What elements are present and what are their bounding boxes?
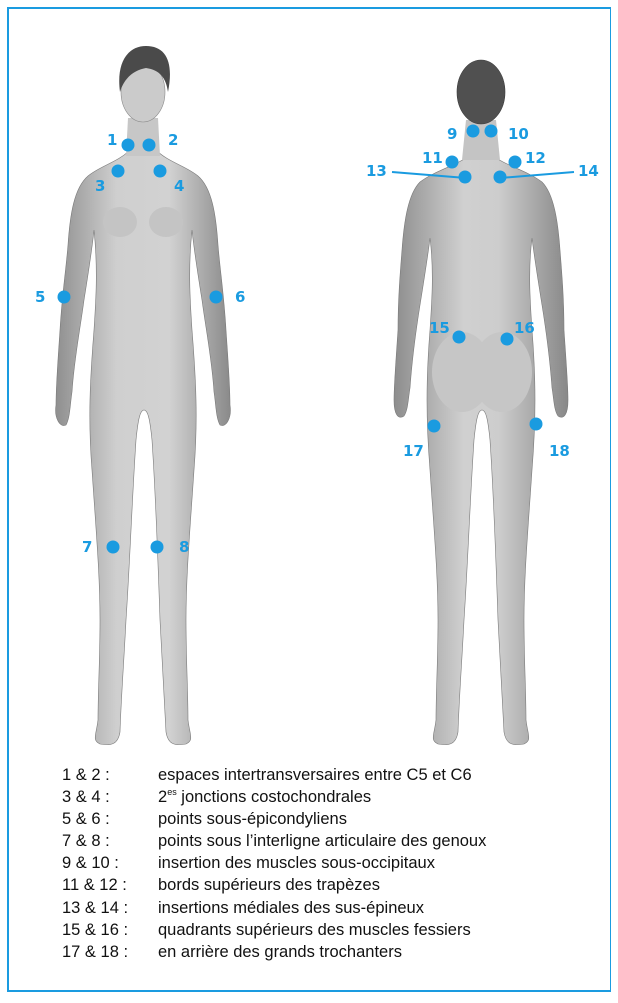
legend-number: 11 & 12 : [62, 876, 127, 895]
trigger-point-label-7: 7 [82, 538, 92, 556]
legend-description: 2es jonctions costochondrales [158, 788, 371, 807]
legend-description-text: quadrants supérieurs des muscles fessier… [158, 921, 471, 939]
trigger-point-label-8: 8 [179, 538, 189, 556]
legend-number: 17 & 18 : [62, 943, 128, 962]
trigger-point-label-18: 18 [549, 442, 570, 460]
trigger-point-4 [154, 165, 167, 178]
legend-description-text: jonctions costochondrales [177, 788, 371, 806]
legend-description-text: en arrière des grands trochanters [158, 943, 402, 961]
legend-description: insertion des muscles sous-occipitaux [158, 854, 435, 873]
legend-description: quadrants supérieurs des muscles fessier… [158, 921, 471, 940]
trigger-point-16 [501, 333, 514, 346]
legend-number: 13 & 14 : [62, 899, 128, 918]
legend-number: 9 & 10 : [62, 854, 119, 873]
trigger-point-13 [459, 171, 472, 184]
legend-description-superscript: es [167, 787, 177, 797]
trigger-point-9 [467, 125, 480, 138]
trigger-point-label-16: 16 [514, 319, 535, 337]
legend-number: 3 & 4 : [62, 788, 110, 807]
front-figure [56, 46, 231, 745]
trigger-point-label-9: 9 [447, 125, 457, 143]
trigger-point-6 [210, 291, 223, 304]
trigger-point-7 [107, 541, 120, 554]
legend-number: 1 & 2 : [62, 766, 110, 785]
legend-description-text: bords supérieurs des trapèzes [158, 876, 380, 894]
trigger-point-3 [112, 165, 125, 178]
legend-description: points sous-épicondyliens [158, 810, 347, 829]
trigger-point-14 [494, 171, 507, 184]
front-body-silhouette [56, 150, 231, 745]
trigger-point-5 [58, 291, 71, 304]
legend-description: points sous l’interligne articulaire des… [158, 832, 486, 851]
legend-description: en arrière des grands trochanters [158, 943, 402, 962]
trigger-point-label-14: 14 [578, 162, 599, 180]
trigger-point-label-10: 10 [508, 125, 529, 143]
legend-description-text: points sous-épicondyliens [158, 810, 347, 828]
legend-description: espaces intertransversaires entre C5 et … [158, 766, 472, 785]
trigger-point-1 [122, 139, 135, 152]
trigger-point-8 [151, 541, 164, 554]
trigger-point-label-17: 17 [403, 442, 424, 460]
front-chest-right [149, 207, 183, 237]
trigger-point-2 [143, 139, 156, 152]
legend-number: 5 & 6 : [62, 810, 110, 829]
trigger-point-label-3: 3 [95, 177, 105, 195]
trigger-point-label-12: 12 [525, 149, 546, 167]
trigger-point-15 [453, 331, 466, 344]
back-head [457, 60, 505, 124]
trigger-point-label-2: 2 [168, 131, 178, 149]
trigger-point-label-5: 5 [35, 288, 45, 306]
legend-description: insertions médiales des sus-épineux [158, 899, 424, 918]
trigger-point-12 [509, 156, 522, 169]
trigger-point-label-11: 11 [422, 149, 443, 167]
trigger-point-label-4: 4 [174, 177, 184, 195]
trigger-point-17 [428, 420, 441, 433]
legend-description-prefix: 2 [158, 788, 167, 806]
trigger-point-label-13: 13 [366, 162, 387, 180]
legend-description-text: points sous l’interligne articulaire des… [158, 832, 486, 850]
legend-description-text: insertions médiales des sus-épineux [158, 899, 424, 917]
trigger-point-10 [485, 125, 498, 138]
legend-description-text: insertion des muscles sous-occipitaux [158, 854, 435, 872]
legend-number: 7 & 8 : [62, 832, 110, 851]
front-chest-left [103, 207, 137, 237]
trigger-point-label-6: 6 [235, 288, 245, 306]
trigger-point-11 [446, 156, 459, 169]
trigger-point-18 [530, 418, 543, 431]
back-glute-right [472, 332, 532, 412]
legend-description: bords supérieurs des trapèzes [158, 876, 380, 895]
legend-number: 15 & 16 : [62, 921, 128, 940]
trigger-point-label-15: 15 [429, 319, 450, 337]
legend-description-text: espaces intertransversaires entre C5 et … [158, 766, 472, 784]
trigger-point-label-1: 1 [107, 131, 117, 149]
